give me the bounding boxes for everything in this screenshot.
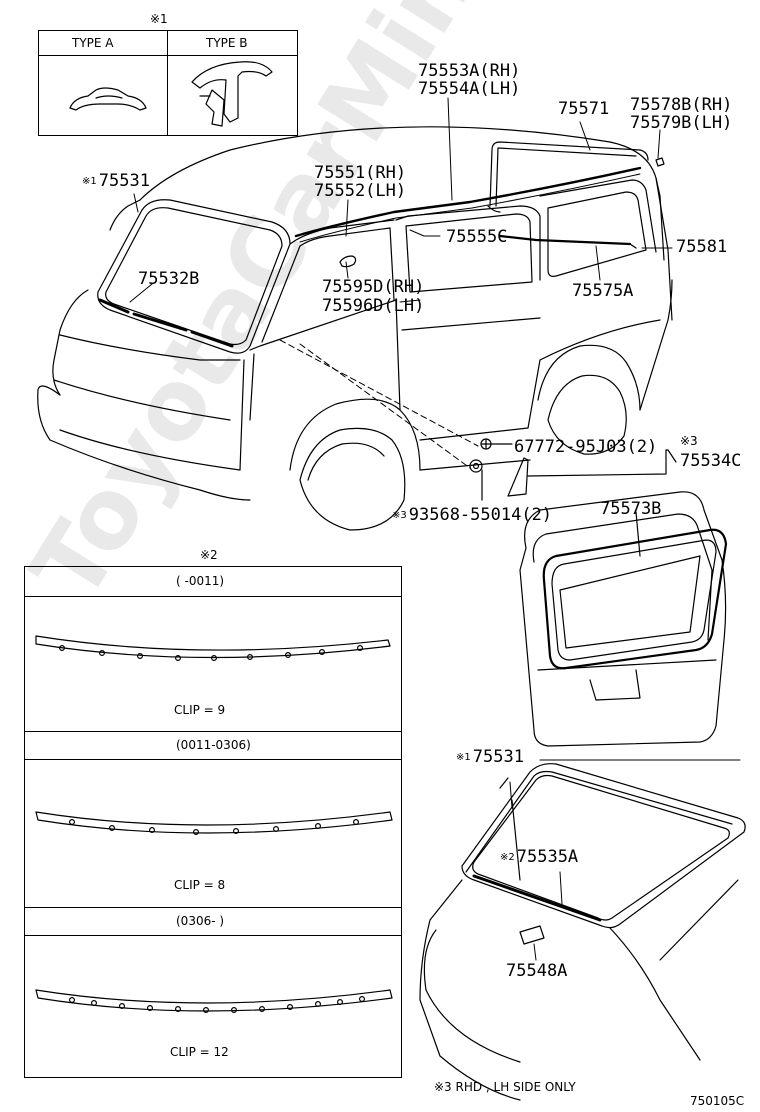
clip-row2-header: (0011-0306) <box>176 738 251 752</box>
clip-row3-header: (0306- ) <box>176 914 225 928</box>
clip-parts <box>469 438 677 501</box>
label-67772: 67772-95J03(2) <box>514 437 658 457</box>
type-b-label: TYPE B <box>206 36 248 50</box>
footnote: ※3 RHD , LH SIDE ONLY <box>434 1080 576 1094</box>
label-75581: 75581 <box>676 237 728 257</box>
type-a-profile <box>69 87 147 111</box>
rear-view-van <box>419 759 746 1101</box>
label-75535a-text: 75535A <box>516 847 579 867</box>
legend-top-ref: ※1 <box>150 12 168 26</box>
clip-strip-3 <box>35 989 393 1013</box>
legend-top-box <box>38 30 298 136</box>
label-75575a: 75575A <box>572 281 634 301</box>
label-75548a: 75548A <box>506 961 568 981</box>
label-75554a: 75554A(LH) <box>418 79 521 99</box>
legend-top-col-divider <box>167 30 168 136</box>
ref-mark: ※3 <box>392 510 407 521</box>
clip-row2-caption: CLIP = 8 <box>174 878 226 892</box>
clip-row1-caption: CLIP = 9 <box>174 703 226 717</box>
van-body <box>37 126 673 531</box>
label-75532b: 75532B <box>138 269 200 289</box>
ref-mark: ※1 <box>456 752 471 763</box>
clip-row1-header-bottom <box>24 596 402 597</box>
clip-row2-top <box>24 731 402 732</box>
clip-row3-caption: CLIP = 12 <box>170 1045 229 1059</box>
clip-strip-1 <box>35 635 391 661</box>
label-75595d: 75595D(RH) <box>322 277 425 297</box>
diagram-code: 750105C <box>690 1094 745 1108</box>
type-a-label: TYPE A <box>72 36 114 50</box>
label-75571: 75571 <box>558 99 610 119</box>
label-93568-text: 93568-55014(2) <box>408 505 553 525</box>
clip-row2-header-bottom <box>24 759 402 760</box>
clip-row3-top <box>24 907 402 908</box>
clip-row3-header-bottom <box>24 935 402 936</box>
legend-clip-ref: ※2 <box>200 548 218 562</box>
type-b-profile <box>191 61 273 127</box>
label-75596d: 75596D(LH) <box>322 296 425 316</box>
ref-mark: ※1 <box>82 176 97 187</box>
clip-row1-header: ( -0011) <box>176 574 225 588</box>
label-75553a: 75553A(RH) <box>418 61 521 81</box>
label-75578b: 75578B(RH) <box>630 95 733 115</box>
label-75531-text: 75531 <box>98 171 150 191</box>
label-75555c: 75555C <box>446 227 508 247</box>
label-75534c: 75534C <box>680 451 742 471</box>
ref-mark: ※2 <box>500 852 515 863</box>
label-75552: 75552(LH) <box>314 181 407 201</box>
leader-lines-main <box>129 97 673 469</box>
label-75573b: 75573B <box>600 499 662 519</box>
legend-clip-box <box>24 566 402 1078</box>
clip-strip-2 <box>35 811 393 835</box>
label-75551: 75551(RH) <box>314 163 407 183</box>
label-75531-rear-text: 75531 <box>472 747 524 767</box>
legend-top-header-divider <box>38 30 298 56</box>
ref-75534c: ※3 <box>680 434 698 448</box>
label-75579b: 75579B(LH) <box>630 113 733 133</box>
back-door <box>519 491 728 747</box>
